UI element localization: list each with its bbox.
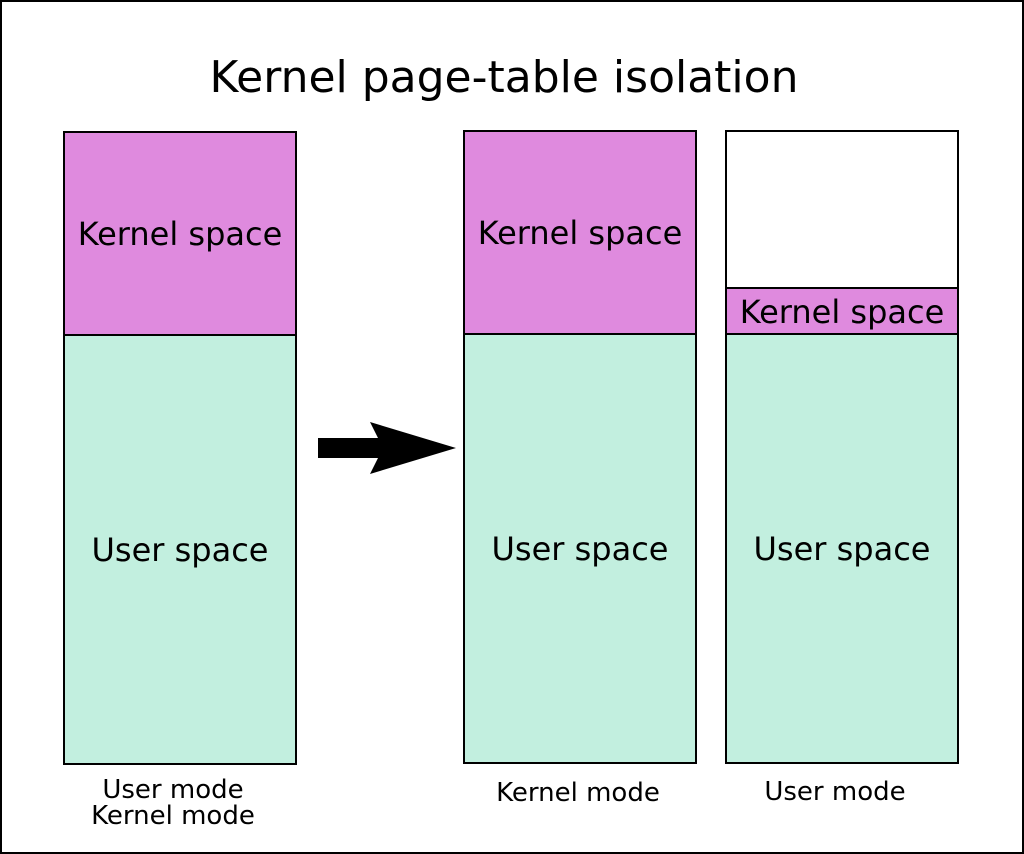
user-mode-kernel-space-label: Kernel space — [739, 292, 945, 331]
kernel-mode-caption: Kernel mode — [496, 778, 660, 808]
kernel-mode-user-space-block: User space — [463, 333, 697, 764]
user-mode-kernel-space-block: Kernel space — [725, 287, 959, 336]
before-user-space-block: User space — [63, 334, 297, 765]
before-kernel-space-label: Kernel space — [77, 214, 283, 253]
before-kernel-space-block: Kernel space — [63, 131, 297, 336]
diagram-title: Kernel page-table isolation — [209, 52, 799, 103]
kernel-mode-kernel-space-block: Kernel space — [463, 130, 697, 336]
user-mode-user-space-label: User space — [753, 529, 931, 568]
kernel-mode-user-space-label: User space — [491, 529, 669, 568]
before-user-space-label: User space — [91, 530, 269, 569]
user-mode-unmapped-block — [725, 130, 959, 289]
before-caption-kernel-mode: Kernel mode — [91, 801, 255, 831]
kernel-mode-kernel-space-label: Kernel space — [477, 214, 683, 252]
right-arrow-icon — [318, 422, 456, 474]
before-caption-user-mode: User mode — [102, 775, 244, 805]
user-mode-caption: User mode — [764, 777, 906, 807]
user-mode-user-space-block: User space — [725, 333, 959, 764]
